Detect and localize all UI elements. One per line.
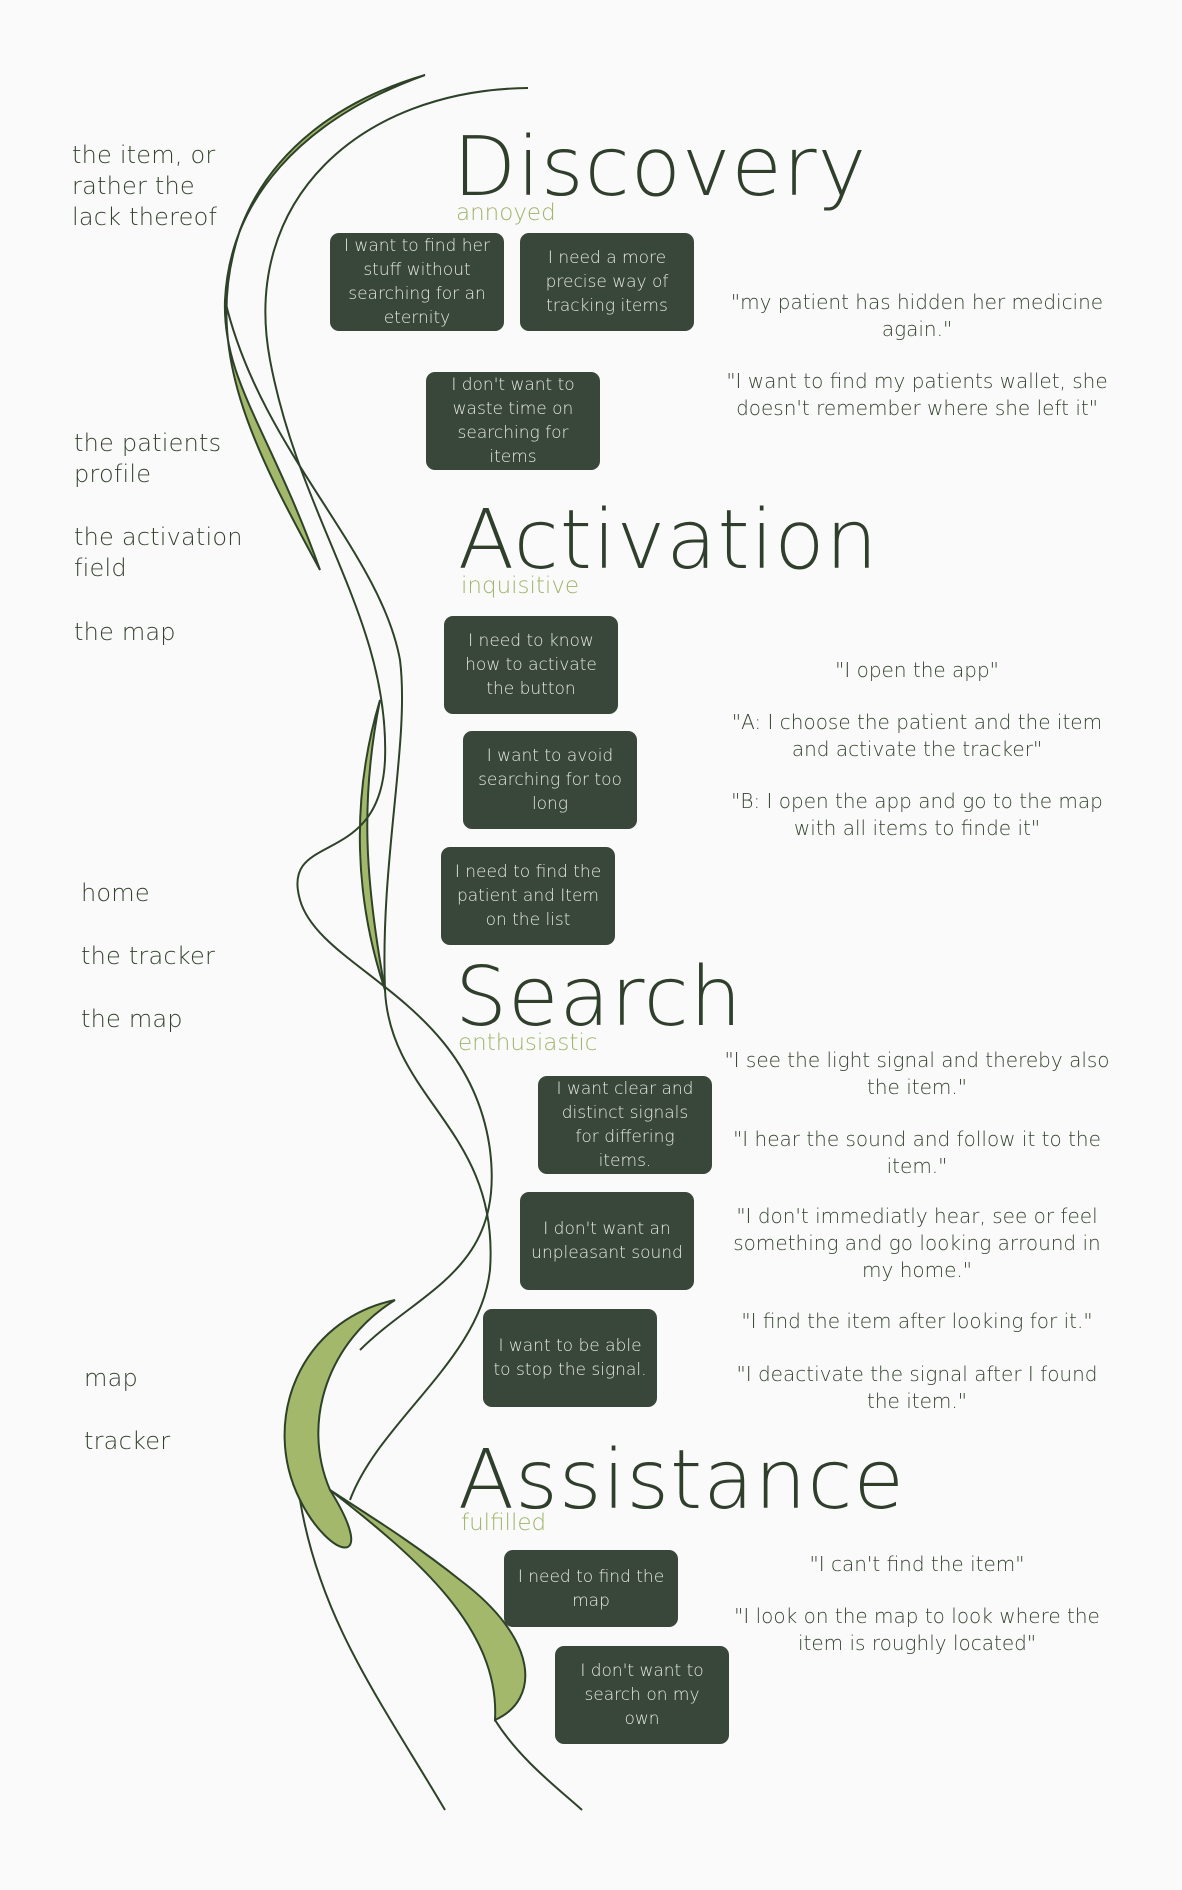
user-quote: "I hear the sound and follow it to the i… (733, 1127, 1101, 1178)
vine-stem-d (494, 1719, 583, 1811)
touchpoint-label: the map (81, 1005, 183, 1033)
need-card: I don't want an unpleasant sound (520, 1192, 694, 1290)
touchpoint-label: the map (74, 618, 176, 646)
touchpoint-label: the tracker (81, 942, 216, 970)
need-card: I need to find the patient and Item on t… (441, 847, 615, 945)
need-card: I want to find her stuff without searchi… (330, 233, 504, 331)
user-quote: "my patient has hidden her medicine agai… (730, 290, 1104, 341)
phase-mood-assistance: fulfilled (461, 1510, 547, 1536)
phase-title-search: Search (455, 950, 743, 1045)
need-card: I need to know how to activate the butto… (444, 616, 618, 714)
need-card: I don't want to search on my own (555, 1646, 729, 1744)
need-card: I want to avoid searching for too long (463, 731, 637, 829)
user-quote: "I can't find the item" (809, 1552, 1025, 1576)
user-quote: "I deactivate the signal after I found t… (736, 1362, 1098, 1413)
user-quote: "A: I choose the patient and the item an… (731, 710, 1103, 761)
phase-title-activation: Activation (458, 493, 879, 588)
user-quote: "I open the app" (835, 658, 999, 682)
vine-stem-b (224, 299, 492, 1501)
bottom-leaf-shape (329, 1489, 527, 1722)
touchpoint-label: tracker (84, 1427, 171, 1455)
phase-title-discovery: Discovery (453, 120, 868, 215)
user-quote: "I look on the map to look where the ite… (734, 1604, 1100, 1655)
lower-leaf-shape (283, 1299, 396, 1549)
user-quote: "B: I open the app and go to the map wit… (731, 789, 1103, 840)
middle-leaf-shape (358, 699, 386, 991)
top-leaf-shape (223, 74, 426, 571)
need-card: I don't want to waste time on searching … (426, 372, 600, 470)
need-card: I need a more precise way of tracking it… (520, 233, 694, 331)
user-quote: "I find the item after looking for it." (741, 1309, 1093, 1333)
user-quote: "I see the light signal and thereby also… (724, 1048, 1110, 1099)
need-card: I want to be able to stop the signal. (483, 1309, 657, 1407)
phase-mood-search: enthusiastic (458, 1030, 598, 1056)
phase-title-assistance: Assistance (458, 1433, 905, 1528)
touchpoint-label: home (81, 879, 150, 907)
need-card: I need to find the map (504, 1550, 678, 1627)
user-quote: "I don't immediatly hear, see or feel so… (733, 1204, 1101, 1282)
vine-stem-c (299, 1499, 446, 1811)
touchpoint-label: map (84, 1364, 138, 1392)
need-card: I want clear and distinct signals for di… (538, 1076, 712, 1174)
phase-mood-activation: inquisitive (461, 573, 580, 599)
vine-stem-a (264, 87, 529, 1351)
user-quote: "I want to find my patients wallet, she … (726, 369, 1108, 420)
phase-mood-discovery: annoyed (456, 200, 556, 226)
